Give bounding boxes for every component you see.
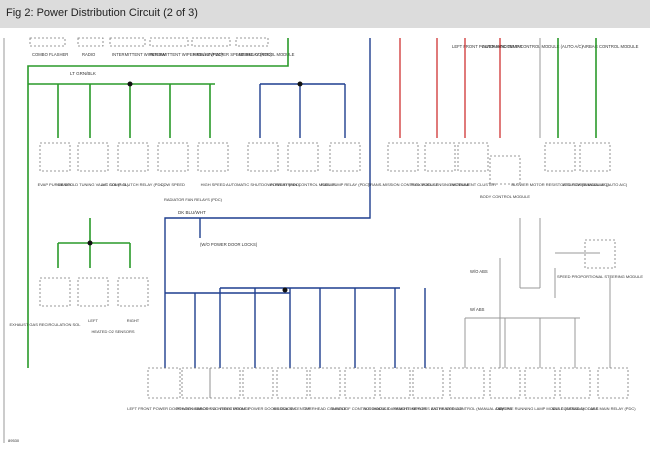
component-label: AUTOMATIC SHUTDOWN RELAY (PDC) — [226, 182, 301, 187]
component-label: MANIFOLD TUNING VALVE SOL (3.5L) — [58, 182, 130, 187]
heated-o2-label: HEATED O2 SENSORS — [91, 329, 134, 334]
component-label: LOW SPEED — [161, 182, 185, 187]
abs-label: W/ ABS — [470, 307, 485, 312]
wire-label: LT GRN/BLK — [70, 71, 96, 76]
component-label: DAYTIME RUNNING LAMP MODULE (CANADA) — [496, 406, 585, 411]
wire-label: (W/O POWER DOOR LOCKS) — [200, 242, 258, 247]
component-label: BLOWER MOTOR RESISTOR BLOCK (MANUAL A/C) — [511, 182, 609, 187]
bottom-labels: LEFT FRONT POWER DOOR LOCK SW POWER MIRR… — [127, 406, 636, 411]
component-label: ABS MAIN RELAY (PDC) — [590, 406, 636, 411]
red-wiring — [399, 38, 501, 138]
top-modules: COMBO FLASHER RADIO INTERMITTENT WIPER S… — [32, 44, 639, 57]
component-label: SUNROOF CONTROL MODULE — [331, 406, 390, 411]
component-label: TRANS-MISSION CONTROL MODULE — [368, 182, 439, 187]
title-bar: Fig 2: Power Distribution Circuit (2 of … — [0, 0, 650, 28]
component-label: INSTRUMENT CLUSTER — [450, 182, 496, 187]
top-module-label: LEFT FRONT POWER WINDOW SW — [452, 44, 522, 49]
bottom-boxes — [147, 367, 629, 399]
component-label: REMOTE KEYLESS ENTRY MODULE — [393, 406, 463, 411]
row2-boxes — [39, 239, 616, 307]
top-module-label: RADIO — [82, 52, 96, 57]
component-label: RIGHT — [127, 318, 140, 323]
component-label: POWER MIRROR SW — [176, 406, 216, 411]
top-module-label: INTERMITTENT WIPER RELAY (PDC) — [150, 52, 223, 57]
component-label: HIGH SPEED — [201, 182, 226, 187]
row1-boxes — [39, 142, 611, 185]
row1-labels: EVAP PURGE SOL MANIFOLD TUNING VALVE SOL… — [38, 182, 628, 202]
component-label: A/C COMP CLUTCH RELAY (PDC) — [101, 182, 165, 187]
wire-label: DK BLU/WHT — [178, 210, 206, 215]
component-label: FLEX FUEL SENSING MODULE — [411, 182, 470, 187]
component-label: FUEL PUMP RELAY (PDC) — [321, 182, 370, 187]
abs-label: W/O ABS — [470, 269, 488, 274]
gray-wiring — [464, 38, 611, 368]
component-label: RIGHT FRONT POWER DOOR LOCK SW — [220, 406, 296, 411]
wiring-diagram: COMBO FLASHER RADIO INTERMITTENT WIPER S… — [3, 37, 644, 443]
top-module-label: HIGH/LOW WIPER SPEED RELAY (PDC) — [193, 52, 272, 57]
component-label: A/C HEATER CONTROL (MANUAL A/C) — [431, 406, 504, 411]
top-module-label: AIRBAG CONTROL MODULE — [582, 44, 639, 49]
top-module-label: AUTOMATIC TEMP CONTROL MODULE (AUTO A/C) — [482, 44, 584, 49]
component-label: AUTOMATIC DAY/NIGHT MIRROR — [363, 406, 426, 411]
component-label: EXHAUST GAS RECIRCULATION SOL — [10, 322, 82, 327]
component-label: SPEED PROPORTIONAL STEERING MODULE — [557, 274, 643, 279]
component-label: ATC POWER MODULE (AUTO A/C) — [563, 182, 628, 187]
component-label: SMLPS — [498, 406, 512, 411]
component-label: LEFT — [88, 318, 98, 323]
component-label: BODY CONTROL MODULE — [200, 406, 250, 411]
top-module-label: AIRBAG CONTROL MODULE — [238, 52, 295, 57]
footer-code: 89530 — [8, 438, 20, 443]
component-label: LEFT FRONT POWER DOOR LOCK SW — [127, 406, 201, 411]
top-module-label: INTERMITTENT WIPER SW — [112, 52, 165, 57]
component-label: OVERHEAD CONSOLE — [303, 406, 346, 411]
component-label: EVAP PURGE SOL — [38, 182, 74, 187]
component-label: MESSAGE CENTER — [273, 406, 310, 411]
component-label: BODY CONTROL MODULE — [480, 194, 530, 199]
component-label: POWERTRAIN CONTROL MODULE — [270, 182, 336, 187]
top-module-label: COMBO FLASHER — [32, 52, 68, 57]
green-wiring — [27, 38, 597, 368]
blue-wiring — [164, 38, 426, 368]
component-label: ABS CONTROL MODULE — [552, 406, 599, 411]
radiator-fan-label: RADIATOR FAN RELAYS (PDC) — [164, 197, 223, 202]
row2-labels: EXHAUST GAS RECIRCULATION SOL LEFT RIGHT… — [10, 274, 644, 334]
page-title: Fig 2: Power Distribution Circuit (2 of … — [6, 7, 198, 19]
